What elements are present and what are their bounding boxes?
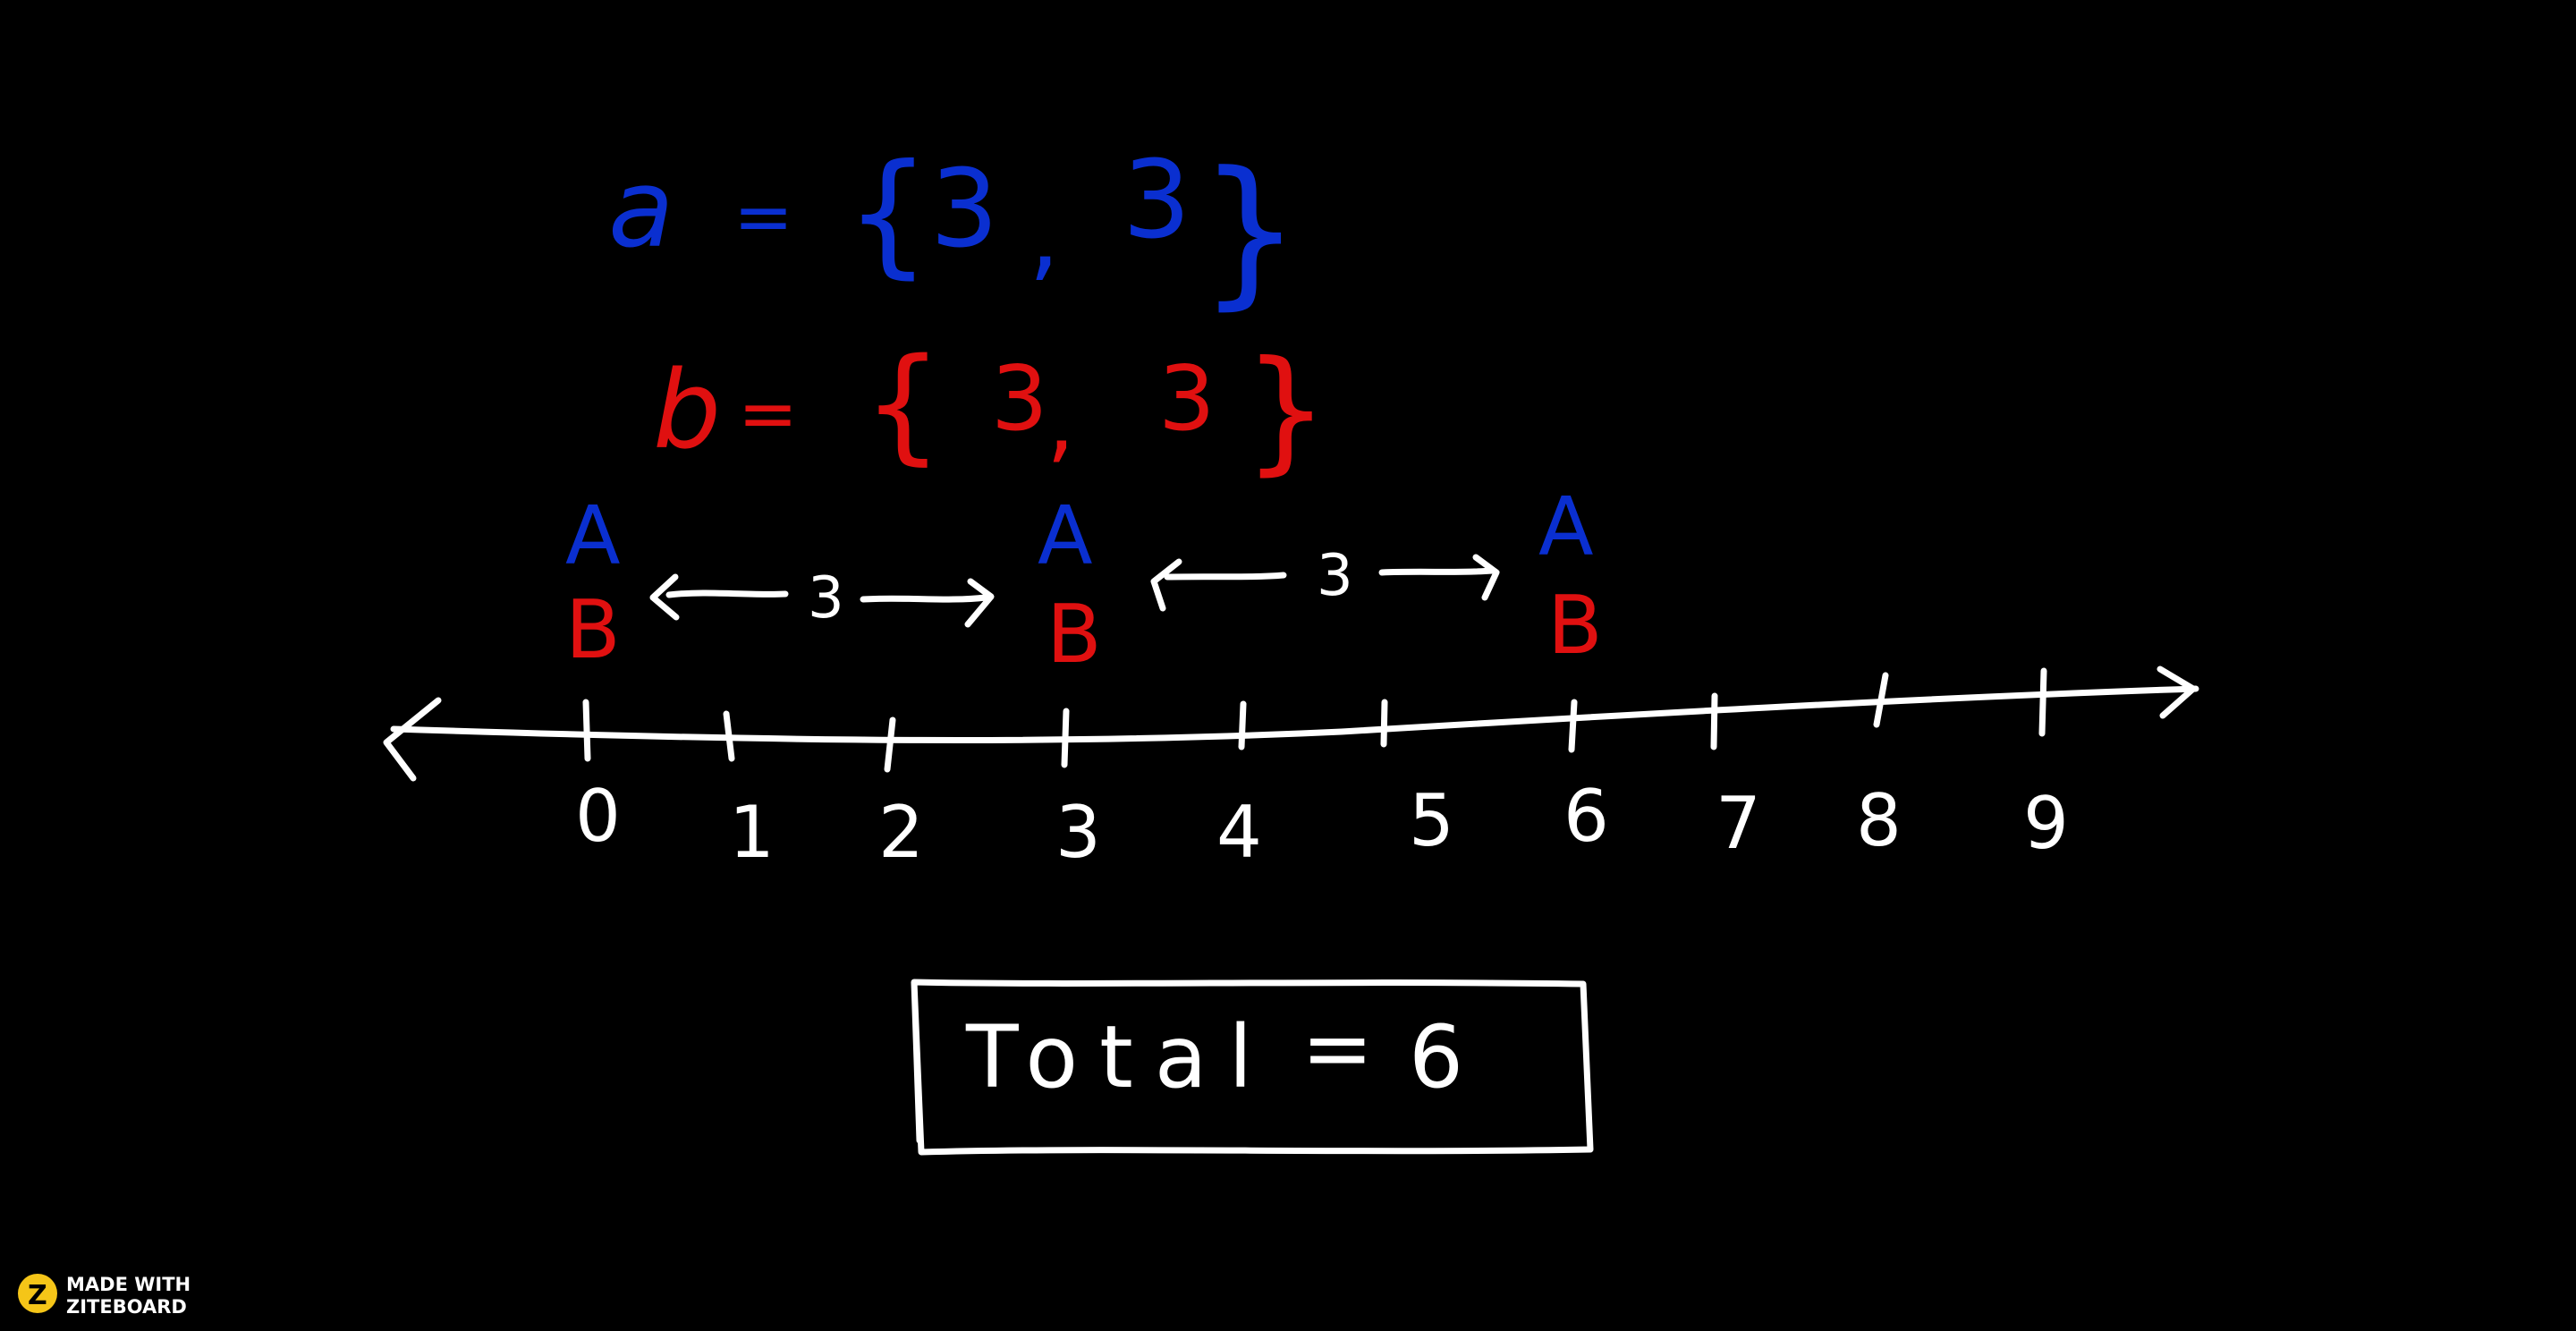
result-label: Total [965,1007,1274,1107]
set-a-comma: , [1029,177,1060,292]
result-equals: = [1301,998,1373,1098]
tick-mark-3 [1061,708,1070,768]
tick-mark-9 [2038,667,2047,737]
set-b-open-brace: { [863,332,943,478]
set-a-name: a [608,148,674,272]
set-a-second-element: 3 [1123,139,1191,263]
tick-label-8: 8 [1856,779,1902,862]
tick-mark-4 [1238,700,1247,750]
number-line-axis [390,685,2199,743]
tick-mark-1 [723,710,735,762]
watermark-line-1: MADE WITH [66,1274,191,1295]
set-a-close-brace: } [1199,138,1301,325]
set-a-definition: a = { 3 , 3 } [608,136,1301,325]
number-line [383,666,2199,782]
marker-0-b: B [565,583,621,677]
tick-label-3: 3 [1055,791,1101,874]
tick-label-9: 9 [2023,782,2069,865]
set-b-definition: b = { 3 , 3 } [653,332,1328,488]
jump-0-to-3 [649,573,995,628]
tick-mark-8 [1873,672,1889,728]
watermark-line-2: ZITEBOARD [66,1296,187,1318]
jump-3-to-6 [1150,554,1500,612]
number-line-labels: 0 1 2 3 4 5 6 7 8 9 [575,775,2069,874]
marker-3-a: A [1038,489,1093,583]
set-b-comma: , [1046,369,1075,473]
marker-6-a: A [1538,480,1594,574]
marker-3: A B [1038,489,1102,682]
tick-mark-7 [1710,692,1718,750]
tick-mark-6 [1568,699,1578,753]
set-b-name: b [653,349,721,473]
result-value: 6 [1409,1007,1463,1107]
jump-3-left-arrow [1150,558,1287,612]
set-b-second-element: 3 [1158,346,1216,451]
jump-0-right-arrow [860,578,995,628]
number-line-ticks [582,667,2047,773]
jump-0-to-3-label: 3 [808,565,844,632]
tick-label-1: 1 [729,791,775,874]
set-a-open-brace: { [845,136,930,292]
tick-mark-5 [1380,699,1388,748]
jump-3-to-6-label: 3 [1317,543,1353,609]
marker-0-a: A [565,489,621,583]
tick-label-5: 5 [1409,779,1454,862]
marker-0: A B [565,489,621,677]
set-a-equals: = [733,175,793,259]
tick-mark-2 [884,716,896,773]
number-line-left-arrowhead [383,697,442,782]
jump-0-left-arrow [649,573,789,621]
ziteboard-logo-icon [18,1274,57,1313]
tick-label-4: 4 [1216,791,1262,874]
tick-label-7: 7 [1716,782,1761,865]
marker-3-b: B [1046,588,1102,682]
tick-label-0: 0 [575,775,621,858]
set-b-close-brace: } [1243,333,1328,488]
marker-6: A B [1538,480,1603,673]
set-b-first-element: 3 [991,346,1048,451]
result-box: Total = 6 [911,979,1594,1156]
set-b-equals: = [738,372,798,455]
number-line-right-arrowhead [2157,666,2197,719]
result-box-frame [911,979,1594,1156]
ziteboard-logo-letter: Z [28,1280,47,1311]
set-a-first-element: 3 [930,148,998,272]
tick-mark-0 [582,699,591,762]
marker-6-b: B [1547,579,1603,673]
tick-label-2: 2 [878,791,924,874]
jump-3-right-arrow [1378,554,1500,601]
tick-label-6: 6 [1563,775,1609,858]
